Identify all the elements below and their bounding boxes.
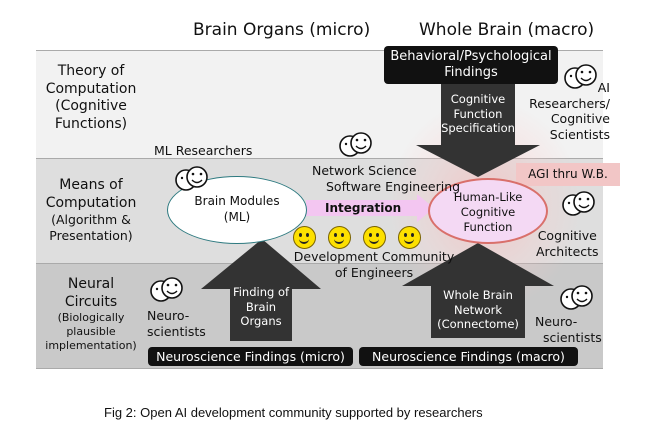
- label-text: Neuro-: [147, 308, 190, 323]
- ml-researchers-label: ML Researchers: [154, 143, 253, 158]
- arrow-text: Function: [453, 106, 503, 121]
- up-arrow-organs: [201, 239, 321, 341]
- label-text: Neuro-: [535, 314, 578, 329]
- smiley-icon: [398, 226, 421, 249]
- row-title: Computation: [45, 194, 137, 211]
- behavioral-findings-box: Behavioral/Psychological Findings: [384, 46, 558, 84]
- people-icon: [564, 64, 597, 89]
- integration-arrow: [306, 194, 434, 222]
- down-arrow: [416, 82, 540, 177]
- row-title: Means of: [59, 177, 123, 193]
- row-label-theory: Theory of Computation (Cognitive Functio…: [36, 63, 146, 133]
- finding-organs-label: Finding of Brain Organs: [230, 285, 292, 329]
- integration-label: Integration: [325, 201, 402, 215]
- dev-community-label: Development Community of Engineers: [288, 249, 460, 280]
- header-micro: Brain Organs (micro): [193, 20, 371, 40]
- label-text: AI: [597, 80, 610, 95]
- divider: [36, 50, 603, 51]
- row-subtitle: implementation): [45, 338, 137, 352]
- arrow-text: Organs: [240, 314, 282, 329]
- neuroscientists-right-label: Neuro- scientists: [535, 314, 602, 345]
- box-text: Findings: [444, 64, 498, 80]
- row-title: Computation: [45, 80, 137, 97]
- label-text: Network Science: [312, 163, 417, 178]
- arrow-text: Network: [453, 302, 503, 317]
- ai-researchers-label: AI Researchers/ Cognitive Scientists: [524, 80, 610, 143]
- row-subtitle: (Biologically: [57, 311, 125, 324]
- divider: [36, 158, 603, 159]
- neuro-findings-macro: Neuroscience Findings (macro): [359, 347, 578, 366]
- node-text: Cognitive: [460, 204, 516, 219]
- label-text: Development Community: [293, 249, 455, 264]
- arrow-text: Cognitive: [450, 92, 506, 106]
- up-arrow-network: [402, 243, 554, 338]
- cognitive-architects-label: Cognitive Architects: [536, 228, 599, 259]
- agi-box: AGI thru W.B.: [516, 163, 620, 186]
- network-science-label: Network Science Software Engineering: [312, 163, 460, 194]
- row-title: Theory of: [57, 63, 125, 79]
- arrow-text: Brain: [245, 299, 277, 314]
- label-text: scientists: [147, 323, 206, 339]
- node-text: Function: [463, 219, 513, 234]
- header-macro: Whole Brain (macro): [419, 20, 595, 40]
- node-text: (ML): [223, 210, 251, 225]
- arrow-text: Specification: [441, 121, 515, 136]
- label-text: Cognitive: [537, 228, 597, 243]
- label-text: of Engineers: [334, 264, 414, 280]
- smiley-icon: [363, 226, 386, 249]
- row-label-means: Means of Computation (Algorithm & Presen…: [36, 177, 146, 243]
- row-subtitle: Functions): [54, 115, 128, 132]
- neuro-findings-micro: Neuroscience Findings (micro): [148, 347, 353, 366]
- divider: [36, 263, 603, 264]
- node-text: Brain Modules: [194, 194, 280, 208]
- row-subtitle: (Cognitive: [55, 98, 127, 114]
- people-icon: [339, 132, 372, 157]
- people-icon: [150, 277, 183, 302]
- node-text: Human-Like: [453, 190, 523, 204]
- smiley-icon: [328, 226, 351, 249]
- label-text: Researchers/: [529, 95, 610, 111]
- arrow-text: Whole Brain: [443, 288, 513, 302]
- box-text: Behavioral/Psychological: [390, 49, 552, 64]
- people-icon: [562, 191, 595, 216]
- row-title: Neural: [67, 276, 115, 292]
- neuroscientists-left-label: Neuro- scientists: [147, 308, 206, 339]
- row-label-neural: Neural Circuits (Biologically plausible …: [36, 276, 146, 352]
- people-icon: [175, 166, 208, 191]
- label-text: Architects: [536, 243, 599, 259]
- human-like-node: Human-Like Cognitive Function: [428, 178, 548, 244]
- row-subtitle: plausible: [66, 324, 116, 338]
- whole-brain-network-label: Whole Brain Network (Connectome): [431, 288, 525, 332]
- cognitive-spec-label: Cognitive Function Specification: [440, 92, 516, 136]
- row-subtitle: (Algorithm &: [51, 212, 131, 227]
- label-text: Cognitive: [550, 111, 610, 127]
- row-title: Circuits: [64, 293, 118, 310]
- smiley-icon: [293, 226, 316, 249]
- row-subtitle: Presentation): [49, 227, 133, 243]
- figure-caption: Fig 2: Open AI development community sup…: [104, 405, 483, 420]
- people-icon: [560, 285, 593, 310]
- divider: [36, 368, 603, 369]
- label-text: Software Engineering: [326, 178, 461, 194]
- label-text: Scientists: [549, 126, 610, 142]
- arrow-text: Finding of: [232, 285, 290, 299]
- label-text: scientists: [543, 329, 602, 345]
- arrow-text: (Connectome): [437, 317, 519, 332]
